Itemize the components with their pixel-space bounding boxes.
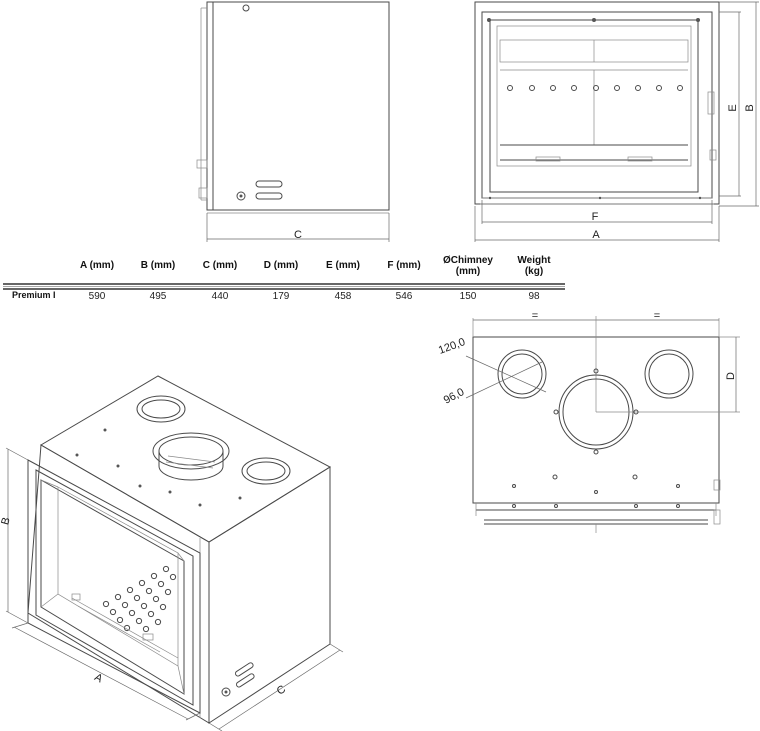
top-equal-right: =: [654, 310, 660, 322]
cell-e: 458: [335, 291, 352, 302]
cell-c: 440: [212, 291, 229, 302]
header-d: D (mm): [264, 260, 298, 271]
iso-dim-a-label: A: [92, 671, 105, 685]
header-c: C (mm): [203, 260, 237, 271]
cell-a: 590: [89, 291, 106, 302]
front-dim-a-label: A: [592, 229, 600, 241]
spec-table: A (mm) B (mm) C (mm) D (mm) E (mm) F (mm…: [3, 255, 565, 302]
cell-weight: 98: [528, 291, 540, 302]
header-weight: Weight(kg): [517, 255, 551, 277]
cell-d: 179: [273, 291, 290, 302]
top-dim-d-label: D: [725, 372, 737, 380]
cell-b: 495: [150, 291, 167, 302]
table-row: Premium I 590 495 440 179 458 546 150 98: [12, 290, 540, 302]
top-view: = = D 120,0 96,0: [437, 310, 740, 533]
front-dim-b-label: B: [744, 104, 756, 111]
header-e: E (mm): [326, 260, 360, 271]
front-view: F A E B: [474, 1, 759, 242]
isometric-view: B A C: [0, 375, 344, 731]
top-equal-left: =: [532, 310, 538, 322]
iso-dim-b-label: B: [0, 516, 13, 526]
header-a: A (mm): [80, 260, 114, 271]
header-f: F (mm): [387, 260, 420, 271]
row-name: Premium I: [12, 290, 56, 300]
cell-chimney: 150: [460, 291, 477, 302]
cell-f: 546: [396, 291, 413, 302]
header-b: B (mm): [141, 260, 175, 271]
table-header-row: A (mm) B (mm) C (mm) D (mm) E (mm) F (mm…: [80, 255, 551, 277]
top-dia-small: 96,0: [442, 386, 467, 407]
front-dim-e-label: E: [727, 104, 739, 111]
top-dia-large: 120,0: [437, 336, 467, 357]
front-dim-f-label: F: [592, 211, 599, 223]
header-chimney: ØChimney(mm): [443, 255, 493, 277]
side-dim-c-label: C: [294, 229, 302, 241]
side-view: C: [196, 1, 390, 242]
